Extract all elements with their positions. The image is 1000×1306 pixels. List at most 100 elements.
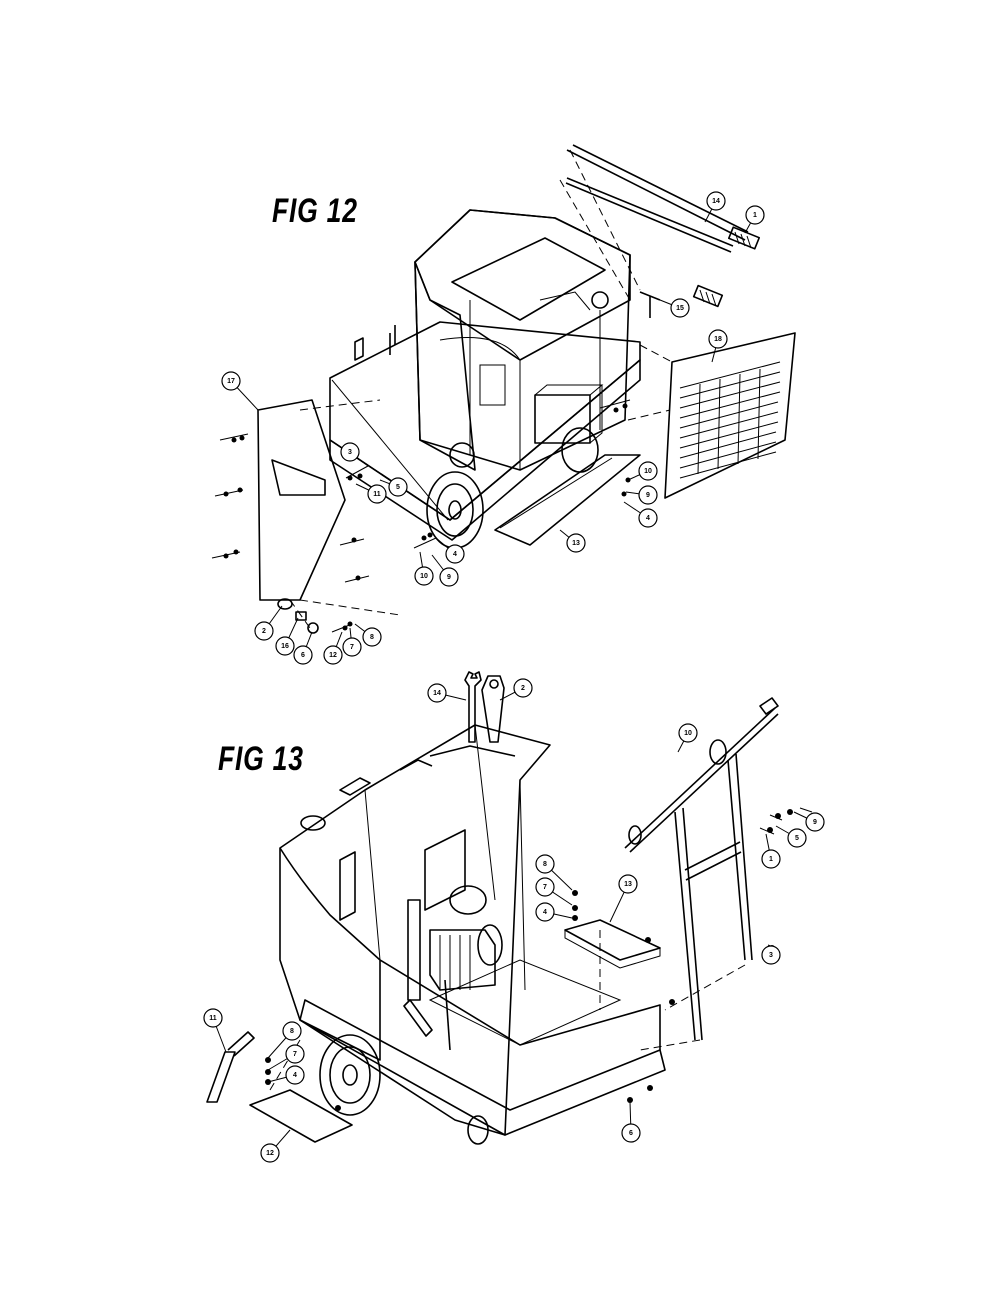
- fig13-callout-12: 12: [260, 1129, 291, 1163]
- callout-label: 6: [629, 1130, 633, 1137]
- fig13-callout-8: 8: [267, 1021, 302, 1059]
- callout-label: 5: [396, 484, 400, 491]
- callout-circle: [535, 902, 555, 922]
- callout-label: 3: [769, 952, 773, 959]
- fig12-callout-13: 13: [559, 529, 586, 553]
- callout-label: 13: [572, 540, 580, 547]
- fig12-callout-18: 18: [708, 329, 728, 363]
- fig12-callout-15: 15: [659, 298, 690, 318]
- fig13-callout-1: 1: [761, 833, 781, 869]
- callout-circle: [566, 533, 586, 553]
- fig13-callout-10: 10: [677, 723, 698, 753]
- callout-circle: [427, 683, 447, 703]
- callout-label: 3: [348, 449, 352, 456]
- callout-label: 9: [813, 819, 817, 826]
- fig13-callout-11: 11: [203, 1008, 227, 1053]
- fig13-callout-6: 6: [621, 1101, 641, 1143]
- fig13-callout-7: 7: [267, 1044, 305, 1071]
- fig12-callout-10: 10: [627, 461, 658, 481]
- callout-circle: [260, 1143, 280, 1163]
- callout-label: 8: [290, 1028, 294, 1035]
- fig13-callout-3: 3: [761, 945, 781, 965]
- callout-label: 4: [293, 1072, 297, 1079]
- callout-circle: [445, 544, 465, 564]
- grille-slots: [679, 361, 781, 479]
- fig12-callout-4: 4: [435, 537, 465, 564]
- callout-circle: [535, 854, 555, 874]
- callout-label: 1: [769, 856, 773, 863]
- fig12-callout-11: 11: [355, 483, 387, 504]
- callout-circle: [439, 567, 459, 587]
- callout-label: 10: [420, 573, 428, 580]
- fig12-callout-10: 10: [414, 551, 434, 586]
- callout-circle: [285, 1065, 305, 1085]
- callout-label: 2: [262, 628, 266, 635]
- callout-circle: [414, 566, 434, 586]
- callout-circle: [203, 1008, 223, 1028]
- callout-circle: [323, 645, 343, 665]
- callout-label: 9: [646, 492, 650, 499]
- fig12-callout-6: 6: [293, 631, 313, 665]
- fig12-callout-9: 9: [431, 554, 459, 587]
- fig-13-drawing: [206, 671, 813, 1145]
- fig13-callout-9: 9: [793, 811, 825, 832]
- callout-circle: [342, 637, 362, 657]
- callout-label: 17: [227, 378, 235, 385]
- callout-circle: [362, 627, 382, 647]
- callout-label: 11: [209, 1015, 217, 1022]
- callout-label: 1: [753, 212, 757, 219]
- fig12-callout-7: 7: [342, 627, 362, 657]
- callout-circle: [706, 191, 726, 211]
- callout-circle: [618, 874, 638, 894]
- callout-label: 6: [301, 652, 305, 659]
- callout-circle: [221, 371, 241, 391]
- callout-circle: [638, 461, 658, 481]
- callout-circle: [805, 812, 825, 832]
- callout-circle: [275, 636, 295, 656]
- callout-circle: [340, 442, 360, 462]
- fig12-callout-5: 5: [379, 477, 408, 497]
- callout-circle: [745, 205, 765, 225]
- callout-label: 9: [447, 574, 451, 581]
- callout-circle: [367, 484, 387, 504]
- fig-13-hardware: [265, 809, 793, 1111]
- fig12-callout-16: 16: [275, 617, 299, 656]
- fig12-callout-12: 12: [323, 631, 343, 665]
- callout-label: 11: [373, 491, 381, 498]
- callout-circle: [293, 645, 313, 665]
- fig12-callout-1: 1: [744, 205, 765, 234]
- callout-label: 7: [543, 884, 547, 891]
- callout-circle: [670, 298, 690, 318]
- callout-label: 10: [644, 468, 652, 475]
- fig12-callout-3: 3: [340, 442, 369, 467]
- callout-label: 8: [370, 634, 374, 641]
- fig12-callout-9: 9: [625, 485, 658, 505]
- callout-label: 13: [624, 881, 632, 888]
- callout-circle: [535, 877, 555, 897]
- callout-label: 12: [329, 652, 337, 659]
- fig12-callout-14: 14: [704, 191, 726, 223]
- fig13-callout-7: 7: [535, 877, 573, 906]
- fig-12-title: FIG 12: [272, 192, 358, 230]
- fig13-callout-4: 4: [535, 902, 573, 922]
- callout-circle: [254, 621, 274, 641]
- fig12-callout-8: 8: [354, 623, 382, 647]
- callout-circle: [708, 329, 728, 349]
- callout-label: 14: [712, 198, 720, 205]
- callout-circle: [282, 1021, 302, 1041]
- fig13-callout-2: 2: [499, 678, 533, 701]
- fig13-callout-14: 14: [427, 683, 467, 703]
- fig13-callout-5: 5: [775, 825, 807, 848]
- fig13-callout-4: 4: [267, 1065, 305, 1085]
- callout-circle: [761, 849, 781, 869]
- callout-label: 18: [714, 336, 722, 343]
- callout-circle: [388, 477, 408, 497]
- fig12-callout-4: 4: [623, 501, 658, 528]
- callout-circle: [761, 945, 781, 965]
- fig-12-drawing: [211, 144, 796, 634]
- callout-label: 14: [433, 690, 441, 697]
- callout-label: 4: [646, 515, 650, 522]
